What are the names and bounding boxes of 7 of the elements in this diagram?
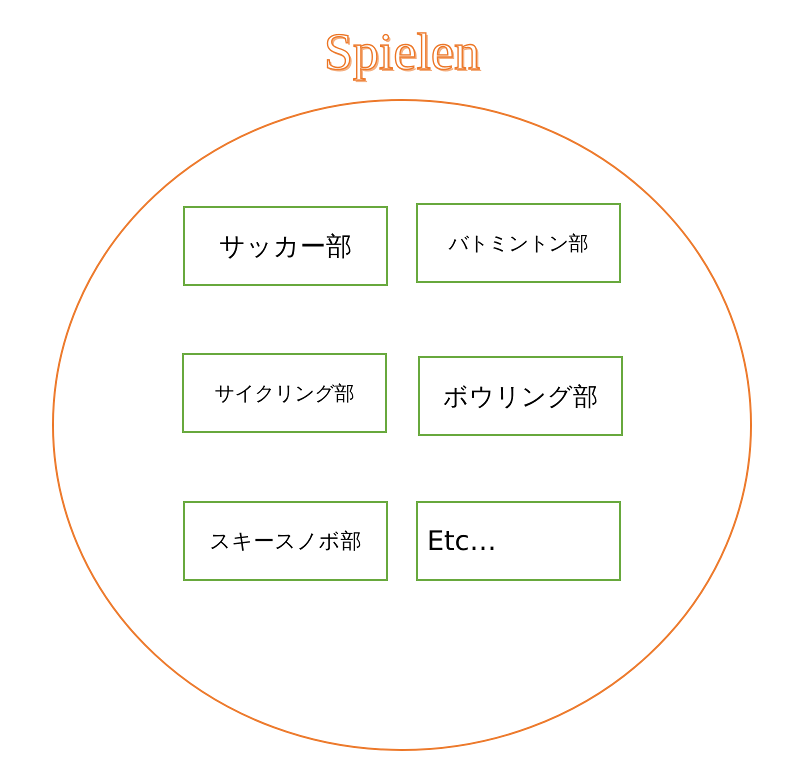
category-box: Etc… [416, 501, 621, 581]
category-box: バトミントン部 [416, 203, 621, 283]
category-box: サッカー部 [183, 206, 388, 286]
category-box: ボウリング部 [418, 356, 623, 436]
group-title: Spielen [324, 23, 480, 84]
category-box: スキースノボ部 [183, 501, 388, 581]
category-box: サイクリング部 [182, 353, 387, 433]
